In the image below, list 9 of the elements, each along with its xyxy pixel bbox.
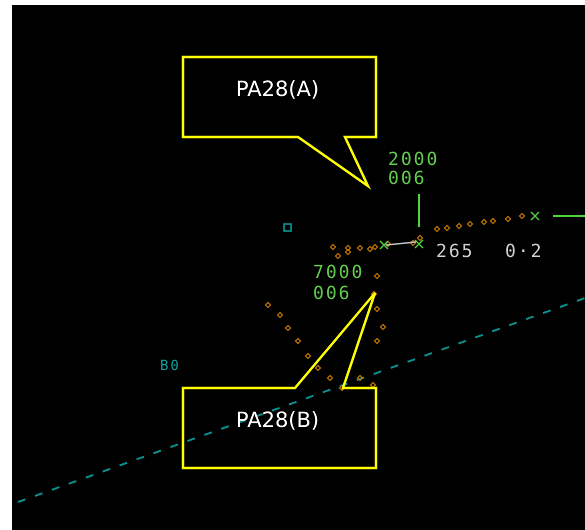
heading-label: 265 — [436, 243, 475, 261]
marker-label: B0 — [160, 357, 181, 375]
aircraft-label: PA28(B) — [234, 408, 320, 432]
speed-label: 006 — [388, 170, 427, 188]
aircraft-label: PA28(A) — [234, 77, 320, 101]
altitude-label: 2000 — [388, 151, 440, 169]
speed-label: 006 — [313, 285, 352, 303]
distance-label: 0·2 — [505, 243, 544, 261]
altitude-label: 7000 — [313, 264, 364, 282]
